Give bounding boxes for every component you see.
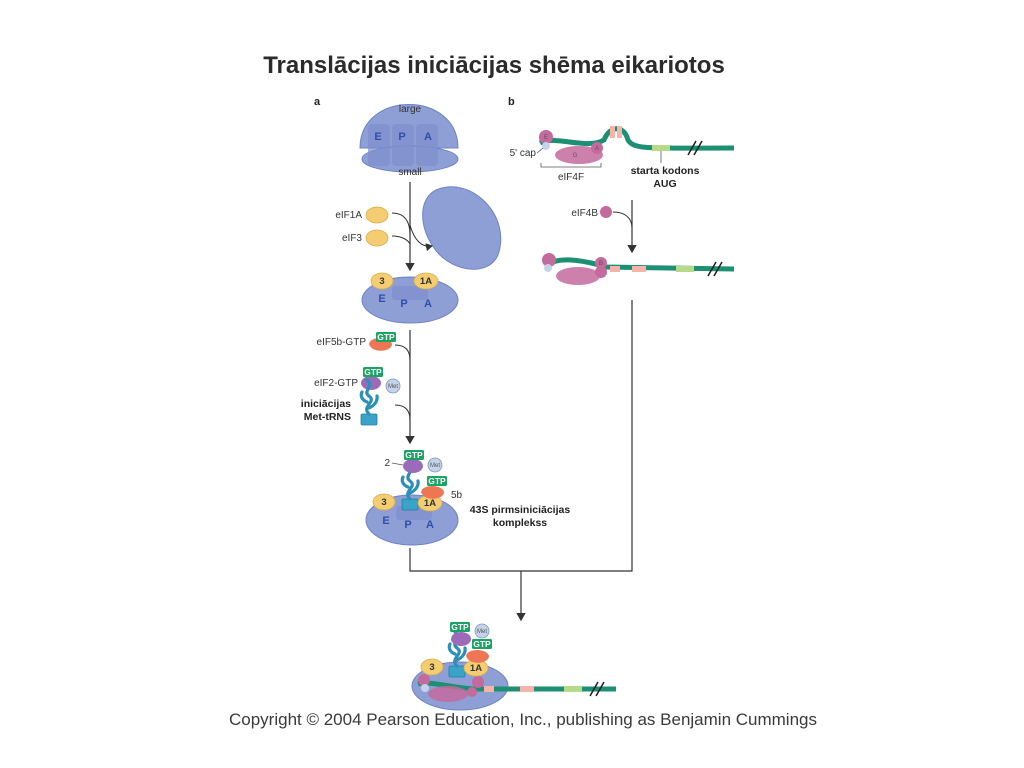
gtp-label-2: GTP	[364, 367, 382, 377]
cap-pointer-line	[536, 147, 544, 154]
eif1a-join-line	[391, 212, 411, 236]
gtp-label-4: GTP	[428, 476, 446, 486]
eif2-gtp-label: eIF2-GTP	[314, 378, 358, 389]
site-p-label-2: P	[400, 298, 407, 310]
eif4b-label: eIF4B	[571, 208, 598, 219]
gtp-label-3: GTP	[405, 450, 423, 460]
met-trna-label-line1: iniciācijas	[301, 398, 351, 410]
site-e-label: E	[374, 131, 381, 143]
ribosome-small-label: small	[398, 167, 421, 178]
eif1a-label: eIF1A	[335, 210, 362, 221]
eif1a-num-label: 1A	[420, 276, 432, 287]
ribosome-large-label: large	[399, 104, 422, 115]
eif3-num-label-3: 3	[429, 662, 434, 673]
site-p-label-3: P	[404, 519, 411, 531]
met-label-2: Met	[430, 463, 440, 469]
eif5b-join-line	[394, 344, 411, 361]
eif4b-shape	[600, 206, 612, 218]
site-e-label-2: E	[378, 293, 385, 305]
eif3-num-label-2: 3	[381, 497, 386, 508]
site-e-label-3: E	[382, 515, 389, 527]
eif4b-join-line	[612, 211, 633, 229]
met-shape-1	[385, 378, 401, 394]
gtp-label-1: GTP	[377, 332, 395, 342]
eif2-join-line	[394, 404, 411, 421]
copyright-notice: Copyright © 2004 Pearson Education, Inc.…	[228, 710, 817, 729]
complex-43s-label-line1: 43S pirmsiniciācijas	[470, 504, 571, 516]
mrna-with-eif4f: E G A	[538, 126, 735, 164]
eif4e-letter: E	[544, 135, 548, 141]
eif4g-letter: G	[573, 153, 578, 159]
eif3-join-line	[391, 235, 411, 245]
mrna-with-eif4f-eif4b: B	[542, 253, 735, 285]
met-label-1: Met	[388, 384, 398, 390]
eif4a-letter: A	[595, 146, 599, 152]
eif3-shape	[365, 229, 389, 247]
gtp-label-5: GTP	[451, 622, 469, 632]
eif1a-shape	[365, 206, 389, 224]
ribosome-80s: large small E P A	[359, 104, 459, 178]
eif2-num-label: 2	[384, 458, 390, 469]
site-a-label-2: A	[424, 298, 432, 310]
eif3-label: eIF3	[342, 233, 362, 244]
site-a-label-3: A	[426, 519, 434, 531]
eif4f-label: eIF4F	[558, 172, 584, 183]
complex-43s: 3 1A GTP Met 2 GTP 5b E P A	[365, 450, 463, 546]
eif5b-num-label: 5b	[451, 490, 463, 501]
eif5b-gtp-label: eIF5b-GTP	[317, 337, 367, 348]
site-p-label: P	[398, 131, 405, 143]
large-release-arrow	[409, 224, 433, 252]
eif1a-num-label-3: 1A	[470, 663, 482, 674]
large-subunit-released	[422, 186, 502, 270]
gtp-badge-2	[363, 367, 383, 377]
gtp-badge-1	[376, 332, 396, 342]
eif1a-num-label-2: 1A	[424, 498, 436, 509]
gtp-label-6: GTP	[473, 639, 491, 649]
eif4f-bracket	[540, 163, 602, 168]
eif3-num-label: 3	[379, 276, 384, 287]
complex-48s-final: 3 1A GTP Met GTP	[411, 622, 616, 711]
cap-label: 5' cap	[510, 148, 537, 159]
panel-label-b: b	[508, 96, 515, 108]
met-label-3: Met	[477, 629, 487, 635]
start-codon-label-line1: starta kodons	[631, 165, 700, 177]
complex-43s-label-line2: komplekss	[493, 517, 547, 529]
small-subunit-complex: 3 1A E P A	[361, 272, 459, 324]
panel-label-a: a	[314, 96, 321, 108]
site-a-label: A	[424, 131, 432, 143]
met-trna-label-line2: Met-tRNS	[304, 411, 351, 423]
page-title: Translācijas iniciācijas shēma eikarioto…	[263, 52, 725, 79]
start-codon-label-line2: AUG	[653, 178, 676, 190]
eif4b-letter: B	[599, 261, 603, 267]
